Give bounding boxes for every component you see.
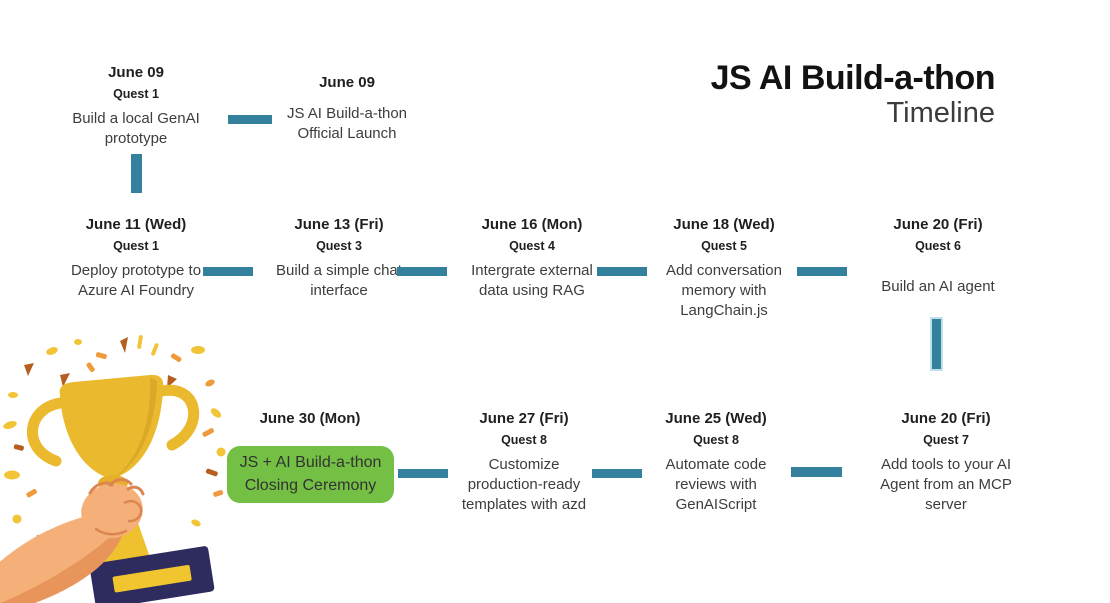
milestone-quest: Quest 8 (501, 433, 547, 447)
milestone-desc: Add conversation memory with LangChain.j… (666, 262, 782, 320)
milestone-quest: Quest 4 (509, 239, 555, 253)
title-line-2: Timeline (886, 97, 995, 130)
milestone-quest: Quest 5 (701, 239, 747, 253)
trophy-confetti-illustration (0, 335, 226, 603)
milestone-june25: June 25 (Wed) Quest 8 Automate code revi… (621, 410, 811, 515)
milestone-quest: Quest 6 (915, 239, 961, 253)
milestone-date: June 09 (108, 64, 164, 81)
trophy-base (89, 546, 215, 603)
connector-bar-horizontal (597, 267, 647, 276)
milestone-june20-quest6: June 20 (Fri) Quest 6 Build an AI agent (843, 216, 1033, 313)
milestone-desc: Intergrate external data using RAG (471, 262, 593, 300)
connector-bar-horizontal (791, 467, 842, 477)
milestone-desc: Add tools to your AI Agent from an MCP s… (880, 456, 1012, 514)
milestone-desc: Deploy prototype to Azure AI Foundry (70, 262, 202, 300)
milestone-quest: Quest 7 (923, 433, 969, 447)
milestone-desc: Build a local GenAI prototype (72, 110, 200, 148)
connector-bar-vertical (131, 154, 142, 193)
milestone-june13: June 13 (Fri) Quest 3 Build a simple cha… (244, 216, 434, 301)
milestone-desc: Automate code reviews with GenAIScript (665, 456, 767, 514)
connector-bar-horizontal (592, 469, 642, 478)
milestone-desc: JS AI Build-a-thon Official Launch (286, 105, 408, 143)
milestone-quest: Quest 3 (316, 239, 362, 253)
connector-bar-horizontal (203, 267, 253, 276)
milestone-desc: Build an AI agent (881, 277, 995, 295)
milestone-date: June 09 (319, 74, 375, 91)
milestone-june18: June 18 (Wed) Quest 5 Add conversation m… (629, 216, 819, 321)
hand-icon (0, 478, 145, 603)
milestone-quest: Quest 1 (113, 87, 159, 101)
milestone-date: June 11 (Wed) (85, 216, 187, 233)
milestone-quest: Quest 8 (693, 433, 739, 447)
connector-bar-horizontal (398, 469, 448, 478)
milestone-june16: June 16 (Mon) Quest 4 Intergrate externa… (437, 216, 627, 301)
milestone-date: June 30 (Mon) (259, 410, 361, 427)
connector-bar-horizontal (797, 267, 847, 276)
milestone-june09-launch: June 09 JS AI Build-a-thon Official Laun… (255, 74, 439, 144)
milestone-date: June 20 (Fri) (893, 216, 983, 233)
milestone-june20-quest7: June 20 (Fri) Quest 7 Add tools to your … (851, 410, 1041, 515)
closing-ceremony-label: JS + AI Build-a-thon Closing Ceremony (239, 453, 382, 494)
title-line-1: JS AI Build-a-thon (710, 59, 996, 97)
milestone-quest: Quest 1 (113, 239, 159, 253)
milestone-desc: Customize production-ready templates wit… (461, 456, 587, 514)
connector-bar-horizontal (228, 115, 272, 124)
milestone-date: June 27 (Fri) (479, 410, 569, 427)
milestone-desc: Build a simple chat interface (276, 262, 402, 300)
milestone-date: June 25 (Wed) (665, 410, 767, 427)
milestone-date: June 16 (Mon) (481, 216, 583, 233)
milestone-date: June 20 (Fri) (901, 410, 991, 427)
milestone-june27: June 27 (Fri) Quest 8 Customize producti… (429, 410, 619, 515)
milestone-date: June 13 (Fri) (294, 216, 384, 233)
page-title: JS AI Build-a-thon Timeline (710, 59, 996, 131)
milestone-june11: June 11 (Wed) Quest 1 Deploy prototype t… (41, 216, 231, 301)
milestone-date: June 18 (Wed) (673, 216, 775, 233)
confetti-icons (3, 335, 226, 589)
milestone-june09-quest1: June 09 Quest 1 Build a local GenAI prot… (44, 64, 228, 149)
connector-bar-horizontal (397, 267, 447, 276)
milestone-june30-ceremony: June 30 (Mon) (215, 410, 405, 428)
connector-bar-vertical (930, 317, 943, 371)
closing-ceremony-highlight: JS + AI Build-a-thon Closing Ceremony (227, 446, 394, 503)
